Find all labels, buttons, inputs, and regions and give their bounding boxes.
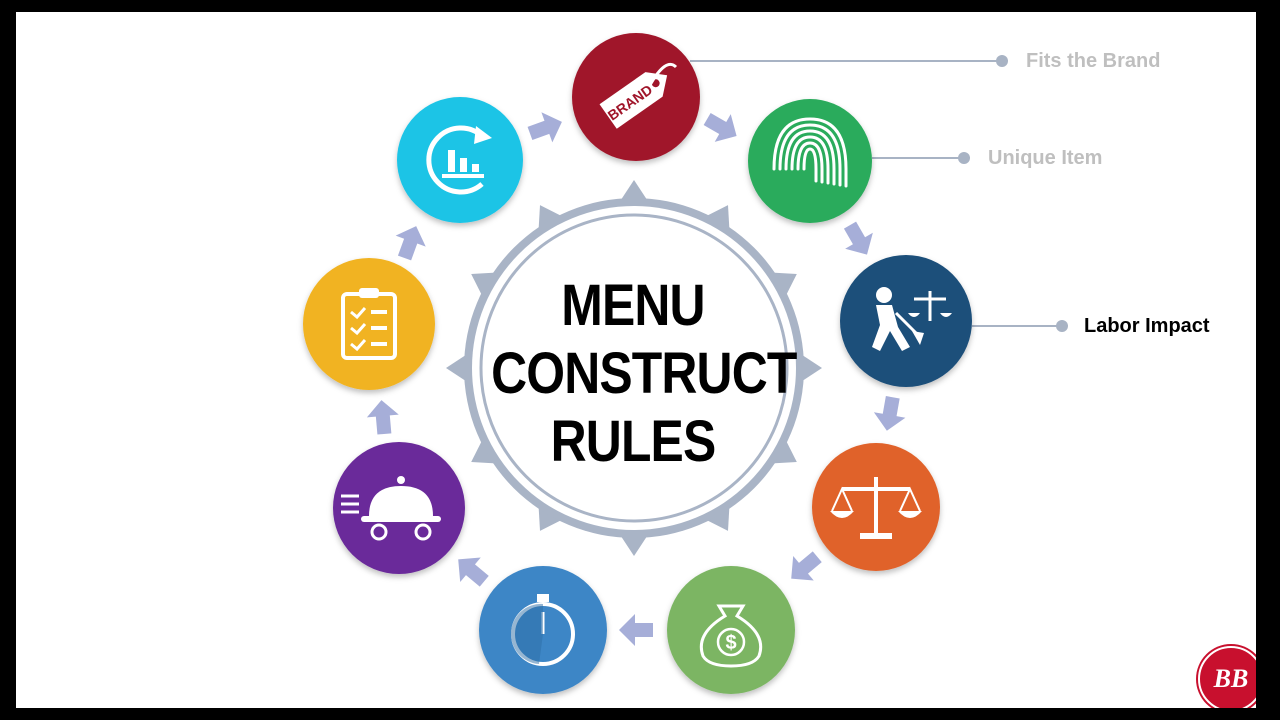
- title-line-1: MENU: [561, 273, 705, 338]
- slide: BRAND $ MENU CONSTRUCT RULES Fits the Bra…: [16, 12, 1256, 708]
- balance-scale-icon: [830, 477, 922, 539]
- flow-arrow: [458, 557, 489, 587]
- node-checklist-clipboard: [303, 258, 435, 390]
- money-bag-icon: $: [699, 604, 763, 668]
- flow-arrow: [873, 396, 906, 431]
- node-food-delivery-cart: [333, 442, 465, 574]
- flow-arrow: [366, 400, 399, 435]
- title-line-3: RULES: [550, 409, 717, 474]
- flow-arrows: [366, 112, 906, 646]
- node-balance-scale: [812, 443, 940, 571]
- logo-monogram: BB: [1213, 664, 1249, 693]
- restaurant-logo: BB: [1198, 646, 1256, 708]
- callout-fits-the-brand: Fits the Brand: [1026, 50, 1161, 72]
- analytics-chart-icon: [426, 125, 492, 195]
- labor-worker-scale-icon: [872, 287, 952, 351]
- node-analytics-chart: [397, 97, 523, 223]
- food-delivery-cart-icon: [341, 476, 441, 541]
- node-brand-tag: BRAND: [572, 33, 700, 161]
- callout-unique-item: Unique Item: [988, 147, 1103, 169]
- flow-arrow: [619, 614, 653, 646]
- fingerprint-icon: [772, 117, 848, 188]
- menu-construct-diagram: BRAND $: [303, 33, 1068, 694]
- callout-lines: [690, 55, 1068, 332]
- callout-labor-impact: Labor Impact: [1084, 315, 1210, 337]
- flow-arrow: [791, 551, 822, 581]
- checklist-clipboard-icon: [341, 288, 397, 360]
- flow-arrow: [703, 112, 737, 142]
- flow-arrow: [395, 226, 426, 261]
- stopwatch-icon: [510, 594, 575, 666]
- diagram-title: MENU CONSTRUCT RULES: [491, 272, 797, 476]
- flow-arrow: [843, 221, 873, 255]
- svg-text:$: $: [725, 632, 736, 654]
- title-line-2: CONSTRUCT: [491, 341, 797, 406]
- node-stopwatch: [479, 566, 607, 694]
- center-gear: [446, 180, 822, 556]
- node-money-bag: $: [667, 566, 795, 694]
- node-fingerprint: [748, 99, 872, 223]
- flow-arrow: [527, 112, 562, 143]
- node-labor-worker-scale: [840, 255, 972, 387]
